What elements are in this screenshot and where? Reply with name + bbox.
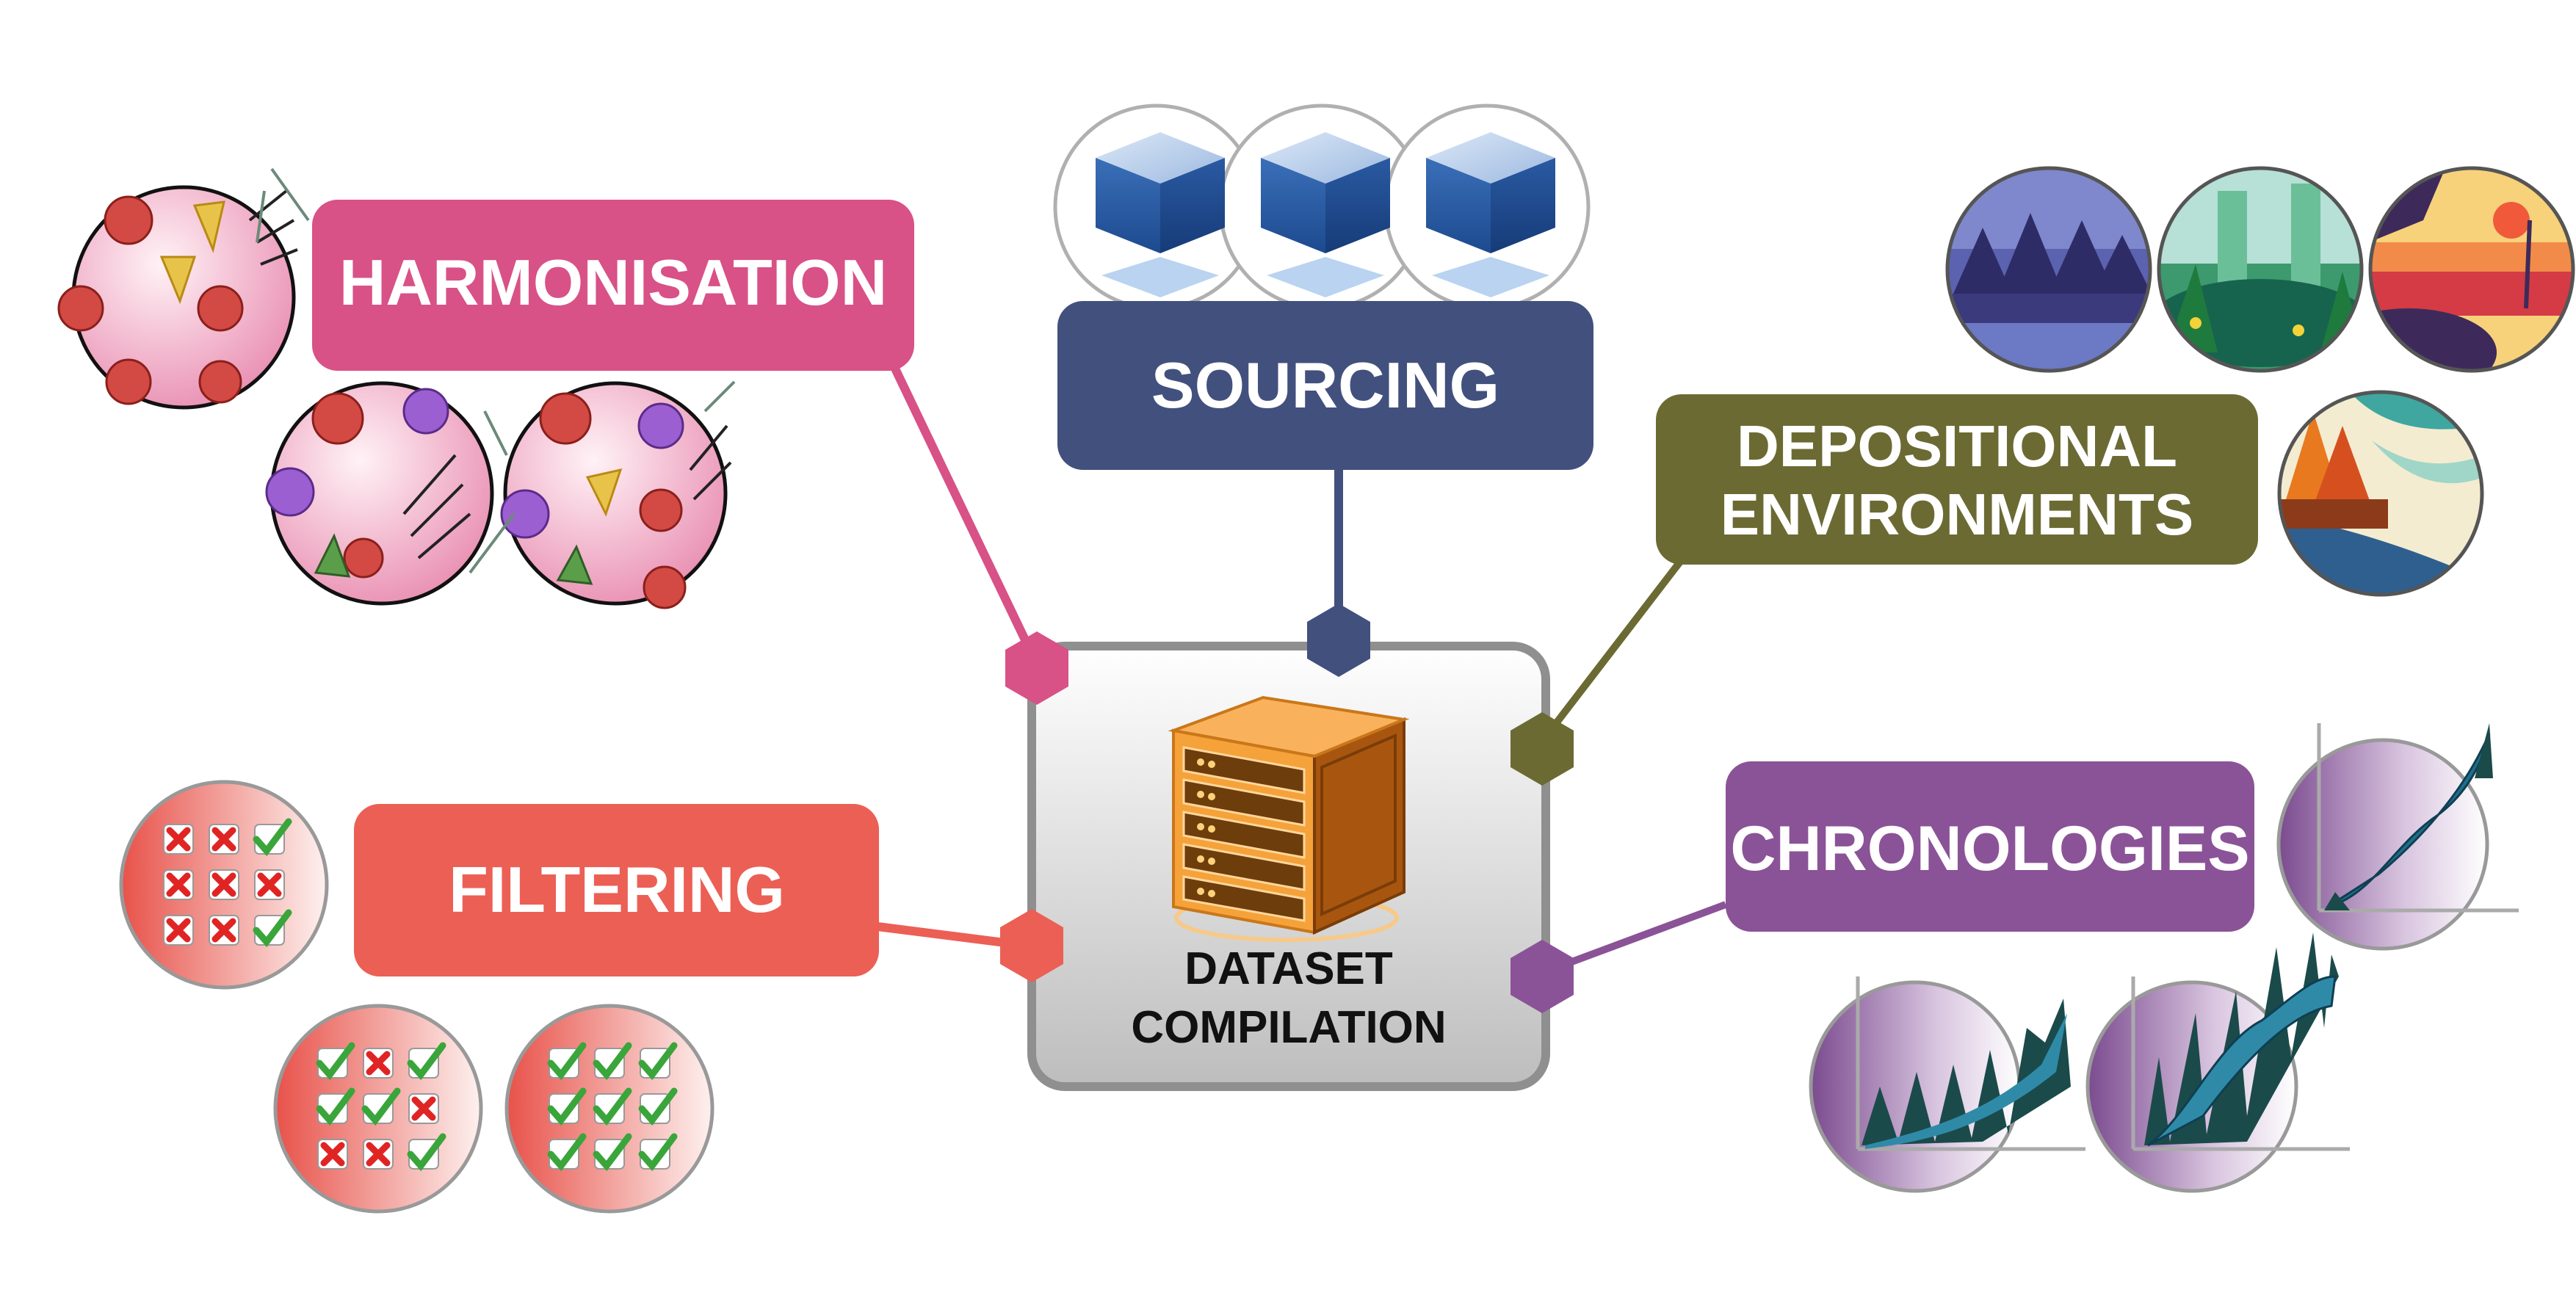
cross-mark-icon bbox=[211, 918, 236, 943]
center-title-line2: COMPILATION bbox=[1131, 1002, 1446, 1053]
checklist-icon bbox=[119, 780, 714, 1214]
check-cross-marks bbox=[163, 818, 678, 1172]
database-cube-icon bbox=[1053, 104, 1591, 311]
hexagon-depositional bbox=[1510, 712, 1574, 786]
hexagon-sourcing bbox=[1307, 604, 1370, 677]
center-title-line1: DATASET bbox=[1184, 943, 1393, 994]
depositional-node: DEPOSITIONAL ENVIRONMENTS bbox=[1656, 394, 2258, 565]
check-mark-icon bbox=[638, 1087, 678, 1126]
check-mark-icon bbox=[316, 1042, 355, 1081]
cross-mark-icon bbox=[257, 872, 282, 897]
harmonisation-box bbox=[312, 200, 914, 371]
chronologies-node: CHRONOLOGIES bbox=[1726, 761, 2254, 932]
filtering-box bbox=[354, 804, 879, 976]
check-mark-icon bbox=[407, 1133, 446, 1172]
sourcing-node: SOURCING bbox=[1057, 301, 1593, 470]
check-mark-icon bbox=[547, 1133, 587, 1172]
cross-mark-icon bbox=[320, 1142, 345, 1167]
check-mark-icon bbox=[638, 1042, 678, 1081]
cube-2 bbox=[1261, 132, 1390, 297]
hexagon-harmonisation bbox=[1005, 631, 1068, 705]
connectors bbox=[877, 365, 1727, 976]
check-mark-icon bbox=[407, 1042, 446, 1081]
cross-mark-icon bbox=[411, 1096, 436, 1121]
server-icon bbox=[1168, 695, 1410, 942]
cross-mark-icon bbox=[366, 1142, 391, 1167]
check-mark-icon bbox=[253, 818, 292, 857]
pollen-grain-icon bbox=[57, 167, 736, 609]
check-mark-icon bbox=[547, 1087, 587, 1126]
depositional-box bbox=[1656, 394, 2258, 565]
cross-mark-icon bbox=[211, 872, 236, 897]
check-mark-icon bbox=[593, 1042, 632, 1081]
center-node: DATASET COMPILATION bbox=[1027, 642, 1550, 1091]
sourcing-box bbox=[1057, 301, 1593, 470]
cube-1 bbox=[1096, 132, 1225, 297]
cross-mark-icon bbox=[166, 918, 191, 943]
cross-mark-icon bbox=[166, 872, 191, 897]
check-mark-icon bbox=[361, 1087, 401, 1126]
check-mark-icon bbox=[316, 1087, 355, 1126]
harmonisation-node: HARMONISATION bbox=[312, 200, 914, 371]
connector-harmonisation bbox=[890, 365, 1041, 667]
check-mark-icon bbox=[547, 1042, 587, 1081]
cross-mark-icon bbox=[366, 1051, 391, 1076]
check-mark-icon bbox=[593, 1133, 632, 1172]
check-mark-icon bbox=[253, 909, 292, 948]
filtering-node: FILTERING bbox=[354, 804, 879, 976]
sourcing-label: SOURCING bbox=[1151, 349, 1499, 421]
hexagon-connectors bbox=[1000, 604, 1574, 1013]
chronologies-label: CHRONOLOGIES bbox=[1730, 813, 2249, 884]
hexagon-chronologies bbox=[1510, 940, 1574, 1013]
age-model-plot-icon bbox=[1809, 723, 2519, 1193]
depositional-label-line2: ENVIRONMENTS bbox=[1721, 482, 2194, 547]
connector-depositional bbox=[1539, 549, 1690, 744]
cross-mark-icon bbox=[211, 827, 236, 852]
check-mark-icon bbox=[638, 1133, 678, 1172]
depositional-label-line1: DEPOSITIONAL bbox=[1737, 413, 2177, 479]
filtering-label: FILTERING bbox=[449, 853, 785, 926]
check-mark-icon bbox=[593, 1087, 632, 1126]
chronologies-box bbox=[1726, 761, 2254, 932]
cross-mark-icon bbox=[166, 827, 191, 852]
cube-3 bbox=[1426, 132, 1555, 297]
hexagon-filtering bbox=[1000, 909, 1063, 982]
harmonisation-label: HARMONISATION bbox=[339, 246, 887, 319]
